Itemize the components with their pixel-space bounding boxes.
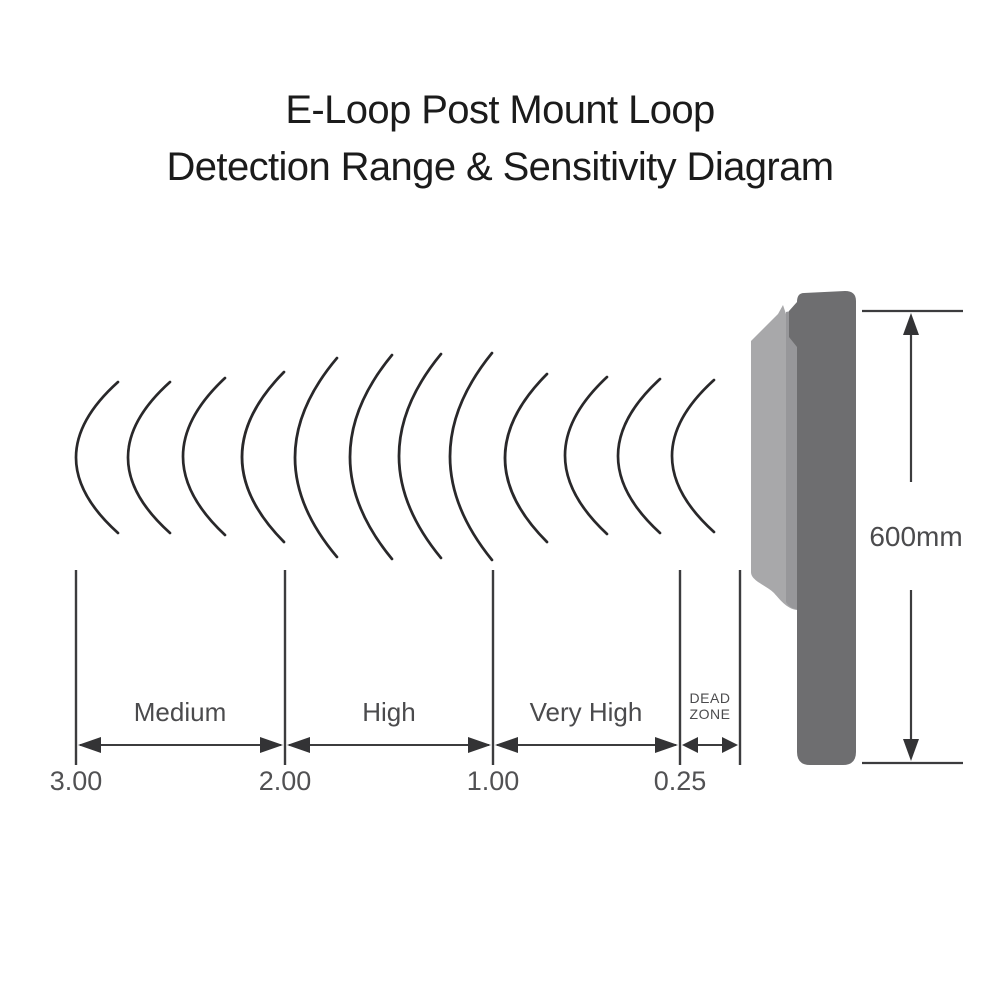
range-arrow-head-left [682, 737, 698, 753]
height-dimension-group [862, 309, 963, 765]
sensor-shading [786, 309, 800, 610]
distance-marker-025: 0.25 [654, 766, 707, 796]
page-title: E-Loop Post Mount Loop Detection Range &… [0, 82, 1000, 196]
dead-zone-label-line2: ZONE [690, 706, 731, 722]
distance-marker-1: 1.00 [467, 766, 520, 796]
dead-zone-label-line1: DEAD [690, 690, 731, 706]
post-height-label: 600mm [869, 521, 962, 552]
distance-scale-group [74, 570, 742, 765]
zone-label-high: High [362, 697, 415, 727]
wave-arc [448, 351, 494, 562]
range-arrow-head-right [722, 737, 738, 753]
distance-marker-3: 3.00 [50, 766, 103, 796]
post-group [751, 291, 856, 765]
wave-arc [616, 377, 662, 535]
wave-arc [126, 380, 172, 535]
dimension-arrow-up [903, 313, 919, 335]
zone-label-medium: Medium [134, 697, 226, 727]
dimension-arrow-down [903, 739, 919, 761]
wave-arc [503, 372, 549, 544]
wave-arc [563, 375, 609, 536]
zone-label-very-high: Very High [530, 697, 643, 727]
wave-arc [240, 370, 286, 544]
wave-arc [670, 378, 716, 534]
wave-arcs-group [74, 351, 716, 562]
mounting-post [789, 291, 856, 765]
wave-arc [74, 380, 120, 535]
range-arrow-head-right [260, 737, 283, 753]
labels-group: Medium High Very High DEAD ZONE 3.00 2.0… [50, 521, 963, 796]
wave-arc [181, 376, 227, 537]
range-arrow-head-left [287, 737, 310, 753]
distance-marker-2: 2.00 [259, 766, 312, 796]
title-line-2: Detection Range & Sensitivity Diagram [166, 145, 835, 189]
wave-arc [397, 352, 443, 560]
range-arrow-head-left [495, 737, 518, 753]
wave-arc [293, 356, 339, 559]
title-line-1: E-Loop Post Mount Loop [285, 88, 715, 132]
range-arrow-head-left [78, 737, 101, 753]
wave-arc [348, 353, 394, 561]
range-arrow-head-right [655, 737, 678, 753]
range-arrow-head-right [468, 737, 491, 753]
